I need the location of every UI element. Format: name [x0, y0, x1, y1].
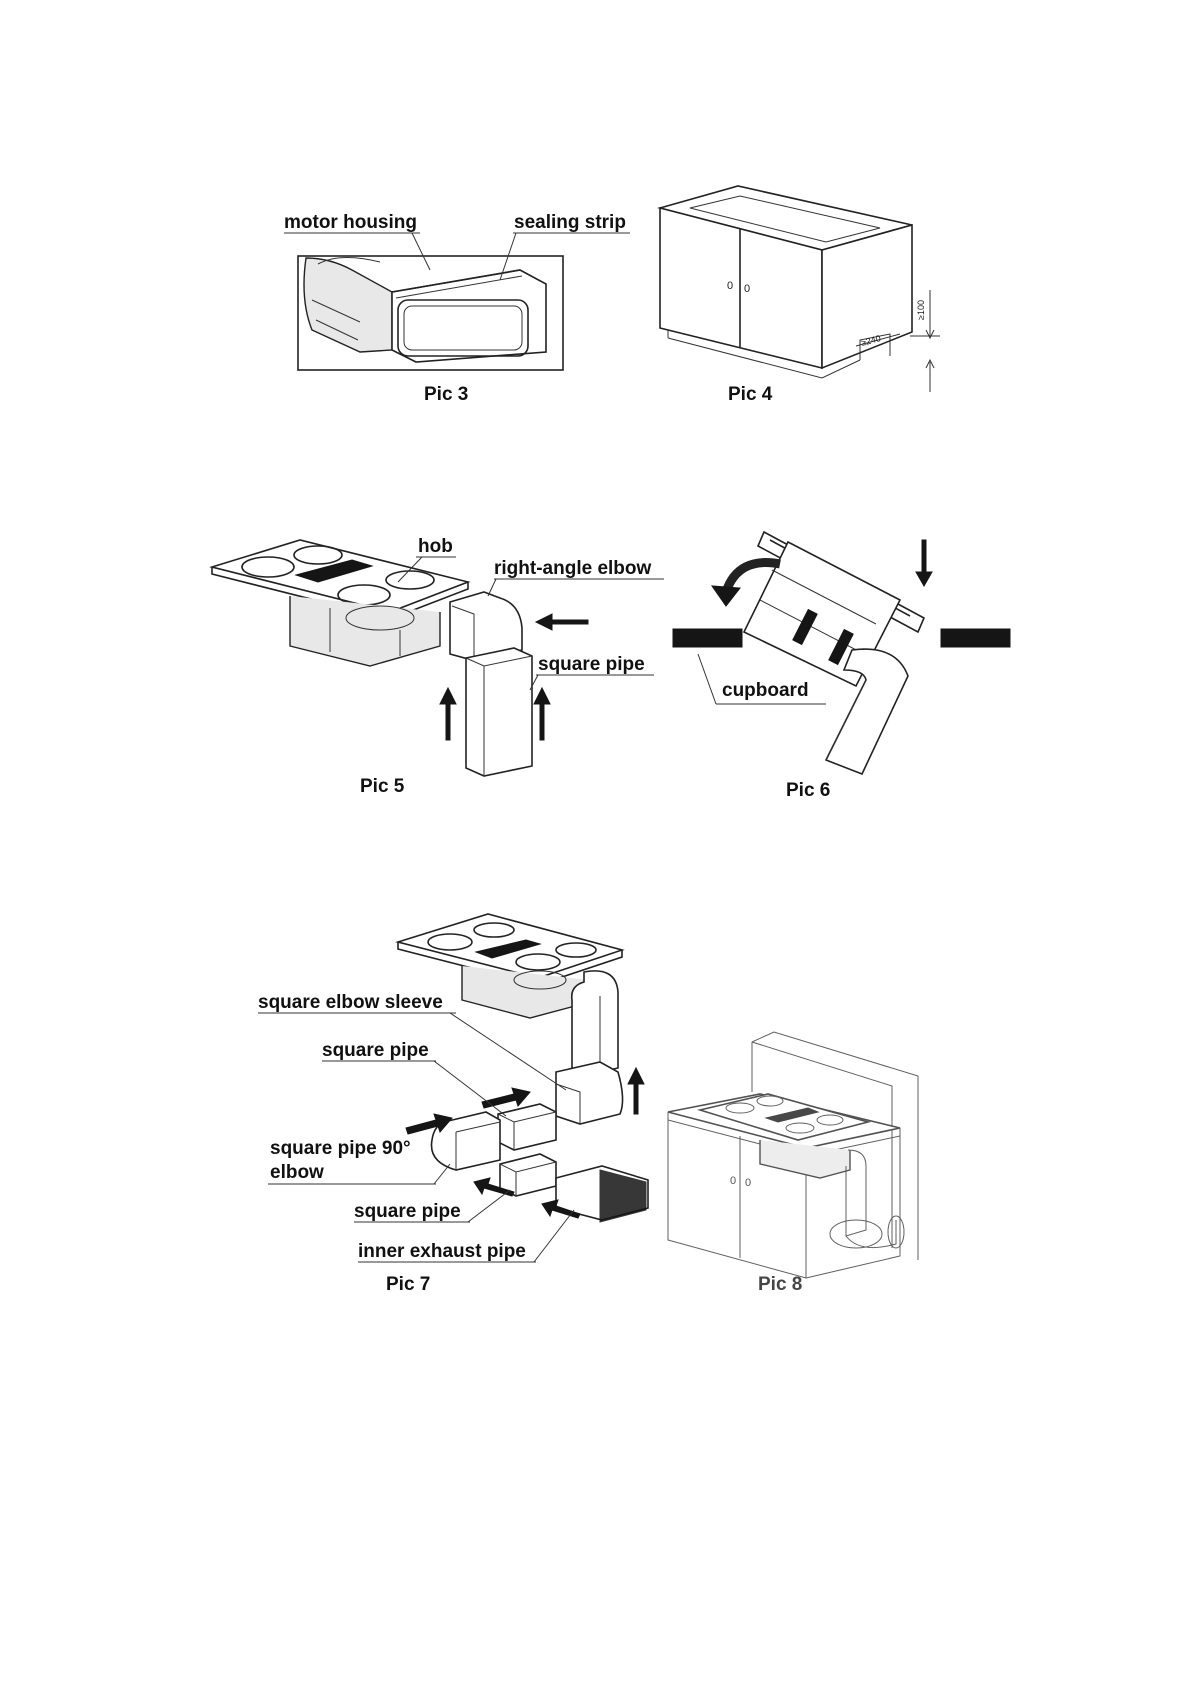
arrow-up-right: [534, 688, 550, 740]
caption-pic8: Pic 8: [758, 1274, 802, 1295]
square-pipe-bottom-leader: [468, 1190, 510, 1222]
dim-height: ≥100: [916, 300, 926, 320]
label-square-pipe-90-line1: square pipe 90°: [270, 1138, 411, 1159]
hob-motor-box: [290, 596, 440, 666]
caption-pic3: Pic 3: [424, 384, 468, 405]
arrow-down: [916, 540, 932, 586]
square-elbow-sleeve: [556, 1062, 623, 1124]
caption-pic5: Pic 5: [360, 776, 405, 797]
pic3-figure: motor housing sealing strip Pic 3: [284, 212, 630, 405]
arrow-left: [536, 614, 588, 630]
arrow-up-pic7: [628, 1068, 644, 1114]
cupboard-right: [941, 629, 1010, 647]
pic5-figure: hob right-angle elbow square pipe Pic 5: [212, 536, 664, 797]
square-pipe-top-leader: [434, 1061, 506, 1116]
pic8-motor: [760, 1140, 850, 1178]
elbow-leader: [488, 579, 496, 596]
pic4-figure: 0 0 ≥240 ≥100 Pic 4: [660, 186, 940, 405]
pic7-figure: square elbow sleeve square pipe square p…: [258, 914, 648, 1295]
pic7-vertical-pipe: [572, 971, 618, 1078]
label-square-pipe-pic5: square pipe: [538, 654, 645, 675]
door-knob-right: 0: [744, 283, 750, 295]
label-sealing-strip: sealing strip: [514, 212, 626, 233]
svg-text:0: 0: [745, 1177, 751, 1189]
cupboard-leader: [698, 654, 716, 704]
exhaust-leader: [534, 1210, 574, 1262]
caption-pic6: Pic 6: [786, 780, 830, 801]
door-knob-left: 0: [727, 280, 733, 292]
label-hob: hob: [418, 536, 453, 557]
sealing-strip-duct: [392, 270, 546, 362]
label-right-angle-elbow: right-angle elbow: [494, 558, 652, 579]
svg-text:0: 0: [730, 1175, 736, 1187]
pic8-figure: 0 0 Pic 8: [668, 1032, 918, 1295]
caption-pic4: Pic 4: [728, 384, 773, 405]
square-pipe-bottom: [500, 1154, 556, 1196]
elbow-90-leader: [434, 1164, 450, 1184]
motor-housing-leader: [412, 233, 430, 270]
cupboard-left: [673, 629, 742, 647]
label-motor-housing: motor housing: [284, 212, 417, 233]
arrow-up-left: [440, 688, 456, 740]
label-cupboard: cupboard: [722, 680, 809, 701]
square-pipe: [466, 648, 532, 776]
label-square-pipe-bottom: square pipe: [354, 1201, 461, 1222]
caption-pic7: Pic 7: [386, 1274, 430, 1295]
square-pipe-top: [498, 1104, 556, 1150]
elbow-sleeve-leader: [450, 1013, 566, 1090]
label-square-elbow-sleeve: square elbow sleeve: [258, 992, 443, 1013]
label-square-pipe-90-line2: elbow: [270, 1162, 324, 1183]
pic6-figure: cupboard Pic 6: [673, 532, 1010, 801]
label-square-pipe-top: square pipe: [322, 1040, 429, 1061]
label-inner-exhaust-pipe: inner exhaust pipe: [358, 1241, 526, 1262]
motor-housing: [304, 258, 392, 352]
arrow-pipe-top: [482, 1088, 530, 1108]
